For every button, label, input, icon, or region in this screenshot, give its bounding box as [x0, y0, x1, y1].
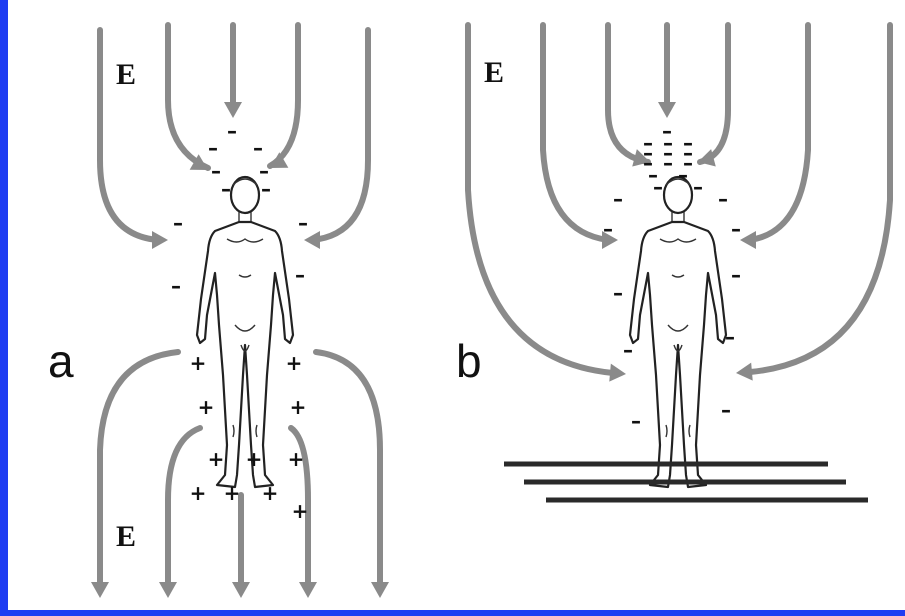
negative-charge-b-13: – [653, 175, 663, 199]
field-line-a-top-left-inner-stroke [168, 25, 208, 168]
negative-charge-b-17: – [603, 217, 613, 241]
positive-charge-a-11: + [292, 499, 309, 523]
positive-charge-a-3: + [198, 395, 215, 419]
negative-charge-b-20: – [731, 263, 741, 287]
field-line-b-top-right-3-stroke [750, 25, 890, 372]
field-line-b-top-center [658, 25, 676, 118]
panel-a: –––––––––––+++++++++++ [91, 25, 389, 598]
field-line-a-bottom-right-outer-stroke [316, 352, 380, 585]
positive-charge-a-5: + [208, 447, 225, 471]
positive-charge-a-7: + [288, 447, 305, 471]
negative-charge-b-12: – [678, 163, 688, 187]
negative-charge-b-16: – [718, 187, 728, 211]
negative-charge-a-1: – [227, 119, 237, 143]
negative-charge-a-7: – [261, 177, 271, 201]
field-line-b-top-right-2-stroke [750, 25, 808, 240]
field-line-b-top-left-2-stroke [543, 25, 608, 240]
field-line-a-bottom-right-outer [316, 352, 389, 598]
panel-a-field-label-bottom: E [116, 520, 136, 553]
field-line-b-top-right-3 [735, 25, 890, 382]
field-line-b-top-right-1 [696, 25, 728, 171]
field-line-b-top-right-2 [740, 25, 808, 249]
negative-charge-a-10: – [171, 274, 181, 298]
panel-a-field-label-top: E [116, 58, 136, 91]
field-line-a-bottom-left-inner [159, 428, 200, 598]
negative-charge-b-22: – [725, 325, 735, 349]
negative-charge-a-8: – [173, 211, 183, 235]
panel-b-label: b [456, 335, 482, 387]
negative-charge-a-9: – [298, 211, 308, 235]
negative-charge-b-18: – [731, 217, 741, 241]
negative-charge-a-2: – [208, 136, 218, 160]
field-line-a-top-right-inner-stroke [270, 25, 298, 166]
negative-charge-b-21: – [623, 338, 633, 362]
field-line-a-bottom-left-inner-arrowhead [159, 582, 177, 598]
negative-charge-b-19: – [613, 281, 623, 305]
positive-charge-a-1: + [190, 351, 207, 375]
positive-charge-a-2: + [286, 351, 303, 375]
field-line-b-top-right-3-arrowhead [735, 363, 753, 382]
positive-charge-a-6: + [246, 447, 263, 471]
field-line-a-top-left-inner [168, 25, 213, 178]
field-line-a-top-right-outer-stroke [312, 30, 368, 240]
field-line-a-top-right-outer [304, 30, 368, 249]
human-figure-b [630, 177, 726, 487]
positive-charge-a-10: + [262, 481, 279, 505]
panel-b-field-label-top: E [484, 56, 504, 89]
field-line-a-bottom-center-arrowhead [232, 582, 250, 598]
field-line-a-bottom-left-inner-stroke [168, 428, 200, 585]
positive-charge-a-4: + [290, 395, 307, 419]
field-line-a-bottom-right-inner-arrowhead [299, 582, 317, 598]
field-line-b-top-right-1-stroke [700, 25, 728, 162]
field-line-a-top-left-outer-arrowhead [152, 231, 168, 249]
positive-charge-a-9: + [224, 481, 241, 505]
diagram-canvas: –––––––––––+++++++++++ –––––––––––––––––… [8, 0, 905, 610]
field-line-a-bottom-left-outer [91, 352, 178, 598]
field-line-a-top-right-inner [266, 25, 299, 176]
negative-charge-a-11: – [295, 263, 305, 287]
field-line-a-top-center [224, 25, 242, 118]
field-line-a-top-center-arrowhead [224, 102, 242, 118]
field-line-a-bottom-left-outer-arrowhead [91, 582, 109, 598]
panel-b: –––––––––––––––––––––––– [468, 25, 890, 500]
negative-charge-b-9: – [663, 151, 673, 175]
field-line-a-bottom-right-outer-arrowhead [371, 582, 389, 598]
negative-charge-a-3: – [253, 136, 263, 160]
field-line-b-top-left-1-stroke [608, 25, 648, 162]
electric-field-figure: –––––––––––+++++++++++ –––––––––––––––––… [8, 0, 905, 610]
negative-charge-b-23: – [631, 409, 641, 433]
positive-charge-a-8: + [190, 481, 207, 505]
human-figure-a [197, 177, 293, 487]
panel-a-label: a [48, 335, 74, 387]
negative-charge-a-4: – [211, 159, 221, 183]
negative-charge-b-15: – [613, 187, 623, 211]
field-line-b-top-left-3-arrowhead [609, 364, 627, 383]
negative-charge-b-24: – [721, 398, 731, 422]
negative-charge-a-6: – [221, 177, 231, 201]
field-line-a-bottom-center [232, 495, 250, 598]
field-line-b-top-right-2-arrowhead [740, 231, 756, 249]
negative-charge-b-14: – [693, 175, 703, 199]
field-line-b-top-center-arrowhead [658, 102, 676, 118]
